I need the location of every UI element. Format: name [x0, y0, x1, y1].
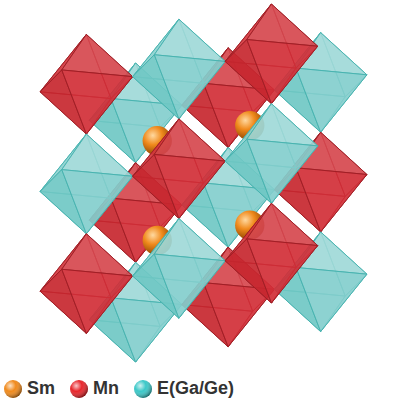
- legend-item: Sm: [3, 378, 55, 399]
- legend-sphere: [134, 380, 152, 398]
- legend-swatch: [133, 379, 153, 399]
- legend-label: Mn: [93, 378, 119, 399]
- octahedron-face: [247, 40, 318, 104]
- octahedra: [40, 4, 367, 362]
- octahedron-face: [62, 170, 133, 234]
- octahedron-face: [62, 269, 133, 333]
- legend-label: E(Ga/Ge): [157, 378, 234, 399]
- sphere-shading: [4, 380, 22, 398]
- octahedron-face: [247, 4, 318, 46]
- legend-swatch: [69, 379, 89, 399]
- octahedron-face: [154, 154, 225, 218]
- octahedron-face: [154, 19, 225, 61]
- octahedron-face: [296, 168, 367, 232]
- octahedron-face: [296, 267, 367, 331]
- octahedron-face: [62, 70, 133, 134]
- legend-sphere: [4, 380, 22, 398]
- legend-label: Sm: [27, 378, 55, 399]
- octahedron-face: [62, 134, 133, 176]
- legend-sphere: [70, 380, 88, 398]
- sphere-shading: [134, 380, 152, 398]
- legend-swatch: [3, 379, 23, 399]
- octahedron-face: [247, 104, 318, 146]
- octahedron-face: [247, 203, 318, 245]
- octahedron-face: [62, 34, 133, 76]
- octahedron-face: [154, 119, 225, 161]
- octahedron-face: [154, 219, 225, 261]
- octahedron-face: [296, 68, 367, 132]
- octahedron-face: [154, 254, 225, 318]
- octahedron-face: [62, 234, 133, 276]
- legend-item: Mn: [69, 378, 119, 399]
- legend: Sm Mn E(Ga/Ge): [3, 378, 234, 399]
- octahedron-face: [154, 55, 225, 119]
- octahedron-face: [247, 239, 318, 303]
- sphere-shading: [70, 380, 88, 398]
- legend-item: E(Ga/Ge): [133, 378, 234, 399]
- octahedron-face: [247, 139, 318, 203]
- crystal-structure: [0, 0, 407, 370]
